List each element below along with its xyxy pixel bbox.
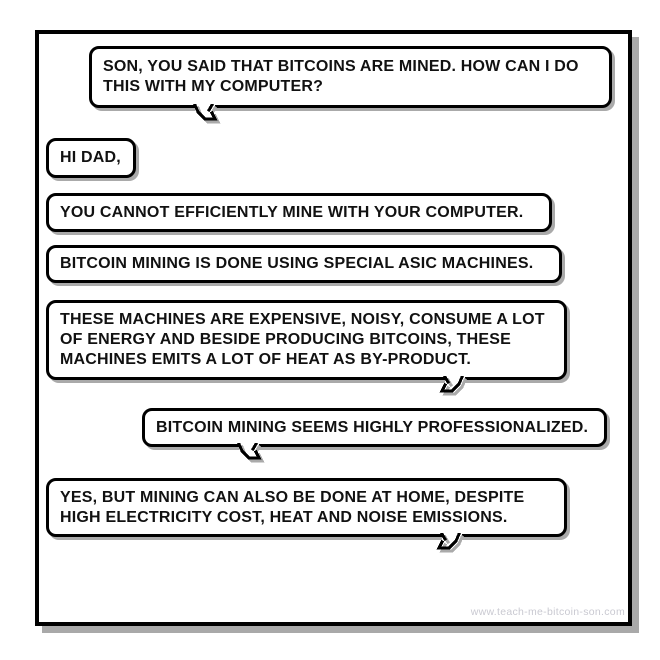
watermark-url: www.teach-me-bitcoin-son.com xyxy=(470,606,625,618)
speech-bubble-dad-2: BITCOIN MINING SEEMS HIGHLY PROFESSIONAL… xyxy=(142,408,607,447)
bubble-text-line: THIS WITH MY COMPUTER? xyxy=(103,78,324,95)
bubble-text-line: YOU CANNOT EFFICIENTLY MINE WITH YOUR CO… xyxy=(60,203,524,221)
bubble-text-line: THESE MACHINES ARE EXPENSIVE, NOISY, CON… xyxy=(60,311,545,328)
speech-bubble-son-3: BITCOIN MINING IS DONE USING SPECIAL ASI… xyxy=(46,245,562,283)
speech-bubble-son-1: HI DAD, xyxy=(46,138,136,178)
bubble-tail xyxy=(237,443,265,463)
speech-bubble-son-4: THESE MACHINES ARE EXPENSIVE, NOISY, CON… xyxy=(46,300,567,380)
bubble-text-line: HIGH ELECTRICITY COST, HEAT AND NOISE EM… xyxy=(60,508,508,526)
bubble-tail xyxy=(439,376,467,396)
bubble-tail xyxy=(193,104,221,124)
speech-bubble-son-2: YOU CANNOT EFFICIENTLY MINE WITH YOUR CO… xyxy=(46,193,552,232)
bubble-text-line: BITCOIN MINING SEEMS HIGHLY PROFESSIONAL… xyxy=(156,418,589,436)
bubble-text-line: BITCOIN MINING IS DONE USING SPECIAL ASI… xyxy=(60,255,534,272)
bubble-text-line: MACHINES EMITS A LOT OF HEAT AS BY-PRODU… xyxy=(60,351,471,368)
bubble-tail xyxy=(436,533,464,553)
bubble-text-line: YES, BUT MINING CAN ALSO BE DONE AT HOME… xyxy=(60,488,525,506)
bubble-text-line: SON, YOU SAID THAT BITCOINS ARE MINED. H… xyxy=(103,58,579,75)
speech-bubble-dad-1: SON, YOU SAID THAT BITCOINS ARE MINED. H… xyxy=(89,46,612,108)
bubble-text-line: OF ENERGY AND BESIDE PRODUCING BITCOINS,… xyxy=(60,331,512,348)
speech-bubble-son-5: YES, BUT MINING CAN ALSO BE DONE AT HOME… xyxy=(46,478,567,537)
bubble-text-line: HI DAD, xyxy=(60,149,121,166)
